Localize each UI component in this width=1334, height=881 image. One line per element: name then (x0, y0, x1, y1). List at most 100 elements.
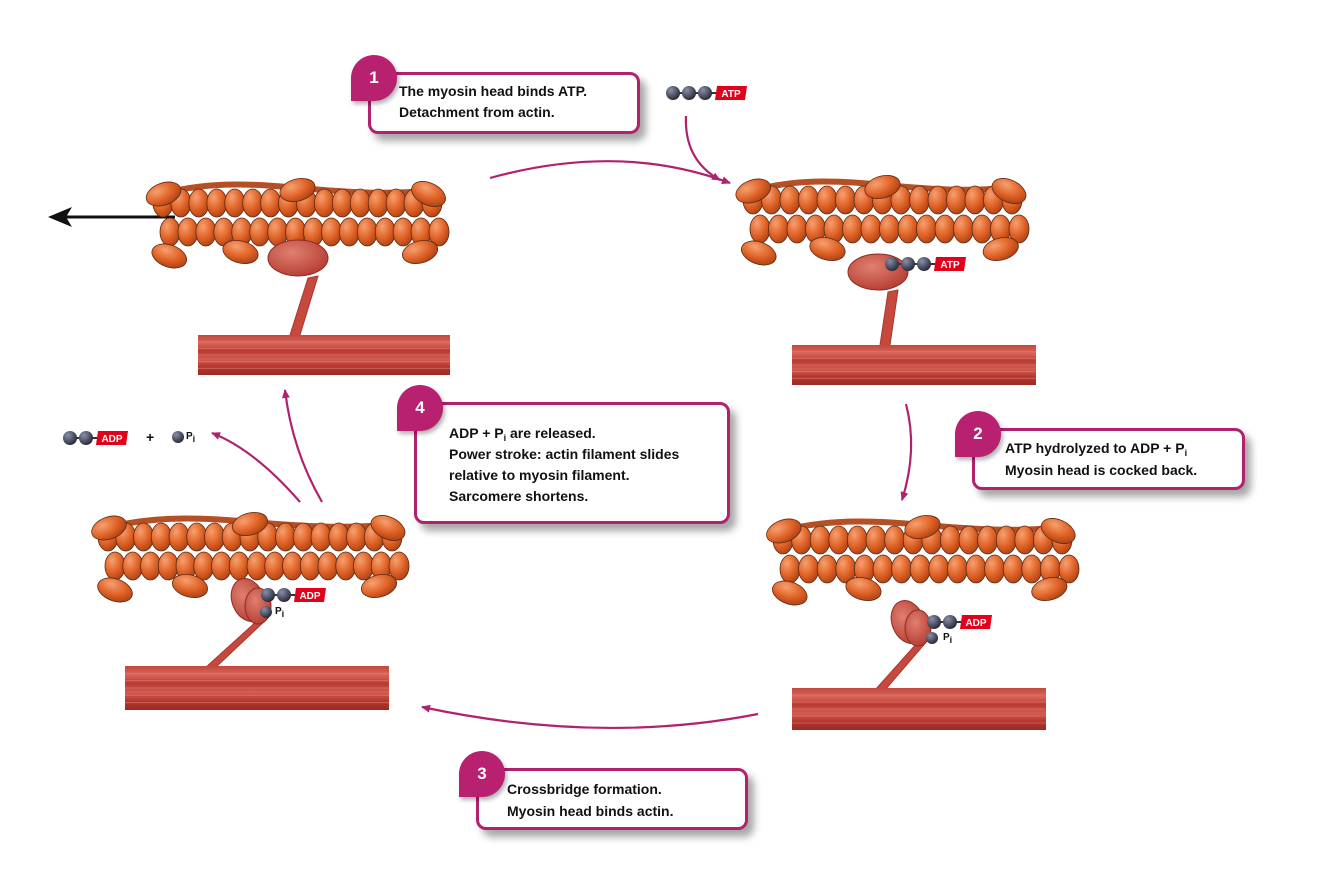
step-4-line-2: Power stroke: actin filament slides (449, 446, 680, 462)
actin-monomer (195, 217, 217, 247)
actin-large-monomer (222, 239, 259, 265)
actin-monomer (958, 525, 980, 555)
actin-monomer (168, 522, 190, 552)
actin-monomer (749, 214, 771, 244)
actin-large-monomer (809, 236, 846, 262)
actin-monomer (842, 214, 863, 244)
myosin-bottom-left (204, 578, 272, 669)
actin-monomer (299, 551, 321, 581)
cycle-arrow-4 (281, 389, 323, 503)
actin-large-monomer (904, 514, 941, 540)
chem-tag-label: ADP (299, 591, 320, 602)
step-3-line-2: Myosin head binds actin. (507, 803, 674, 819)
actin-large-monomer (97, 577, 133, 603)
actin-monomer (428, 217, 450, 247)
actin-large-monomer (145, 181, 182, 207)
actin-large-monomer (845, 576, 882, 602)
actin-monomer (940, 525, 961, 555)
actin-monomer (884, 525, 905, 555)
myosin-top-left (267, 239, 329, 336)
chem-tag (294, 588, 326, 602)
actin-monomer (264, 551, 286, 581)
step-4-line-1: ADP + Pi are released. (449, 425, 596, 443)
myosin-neck (879, 289, 899, 346)
actin-large-monomer (171, 573, 209, 599)
actin-monomer (897, 214, 919, 244)
actin-monomer (313, 188, 335, 218)
phosphate-ball (666, 86, 680, 100)
step-1-line-1: The myosin head binds ATP. (399, 83, 587, 99)
actin-filament-top-right (735, 174, 1030, 266)
actin-monomer (995, 525, 1017, 555)
phosphate-ball (917, 257, 931, 271)
thick-filament-bottom-left (125, 666, 389, 710)
step-4-badge: 4 (397, 385, 443, 431)
actin-monomer (916, 214, 937, 244)
actin-monomer (865, 525, 887, 555)
actin-filament-top-left (145, 177, 450, 269)
phosphate-ball (698, 86, 712, 100)
actin-monomer (186, 522, 208, 552)
thick-filament-bottom-right (792, 688, 1046, 730)
actin-monomer (211, 551, 232, 581)
actin-monomer (927, 185, 949, 215)
actin-monomer (249, 217, 271, 247)
actin-monomer (346, 522, 367, 552)
step-3-line-1: Crossbridge formation. (507, 781, 662, 797)
actin-large-monomer (411, 181, 446, 207)
myosin-neck (204, 617, 270, 669)
step-1-line-2: Detachment from actin. (399, 104, 555, 120)
step-4-callout: 4 ADP + Pi are released. Power stroke: a… (397, 385, 730, 524)
phosphate-ball (261, 588, 275, 602)
actin-large-monomer (151, 243, 187, 269)
actin-monomer (242, 188, 264, 218)
adp-molecule-bottom-left: ADP (261, 588, 326, 602)
actin-monomer (847, 525, 868, 555)
actin-monomer (193, 551, 215, 581)
actin-monomer (1058, 554, 1080, 584)
actin-monomer (977, 525, 998, 555)
movement-arrow-head (48, 207, 72, 227)
actin-monomer (275, 522, 296, 552)
atp-entry-arrow (684, 115, 721, 181)
thick-filament-top-right (792, 345, 1036, 385)
actin-large-monomer (279, 177, 316, 203)
actin-large-monomer (982, 236, 1019, 262)
actin-monomer (934, 214, 956, 244)
step-4-line-3: relative to myosin filament. (449, 467, 630, 483)
actin-monomer (947, 554, 968, 584)
phosphate-pi-bottom-right (926, 632, 938, 644)
actin-filament-bottom-left (91, 511, 410, 603)
actin-monomer (338, 217, 360, 247)
chem-tag (96, 431, 128, 445)
actin-large-monomer (402, 239, 439, 265)
myosin-neck (874, 639, 930, 691)
thick-filament-top-left (198, 335, 450, 375)
actin-monomer (133, 522, 154, 552)
chem-tag (960, 615, 992, 629)
actin-monomer (984, 554, 1005, 584)
actin-monomer (1014, 525, 1036, 555)
plus-sign: + (146, 429, 155, 445)
actin-monomer (317, 551, 339, 581)
actin-monomer (928, 554, 950, 584)
actin-monomer (320, 217, 342, 247)
step-3-callout: 3 Crossbridge formation. Myosin head bin… (459, 751, 748, 830)
actin-monomer (206, 188, 228, 218)
actin-monomer (292, 522, 314, 552)
adp-molecule-bottom-right: ADP (927, 615, 992, 629)
actin-monomer (260, 188, 282, 218)
phosphate-pi-released (172, 431, 184, 443)
actin-monomer (188, 188, 210, 218)
myosin-head (847, 253, 909, 291)
cycle-arrow-1 (489, 160, 731, 185)
cycle-arrow-3 (421, 704, 759, 729)
actin-monomer (1002, 554, 1024, 584)
actin-large-monomer (735, 178, 771, 204)
myosin-head (267, 239, 329, 277)
actin-monomer (1021, 554, 1043, 584)
myosin-top-right (847, 253, 909, 346)
actin-large-monomer (772, 580, 808, 606)
actin-monomer (879, 214, 900, 244)
